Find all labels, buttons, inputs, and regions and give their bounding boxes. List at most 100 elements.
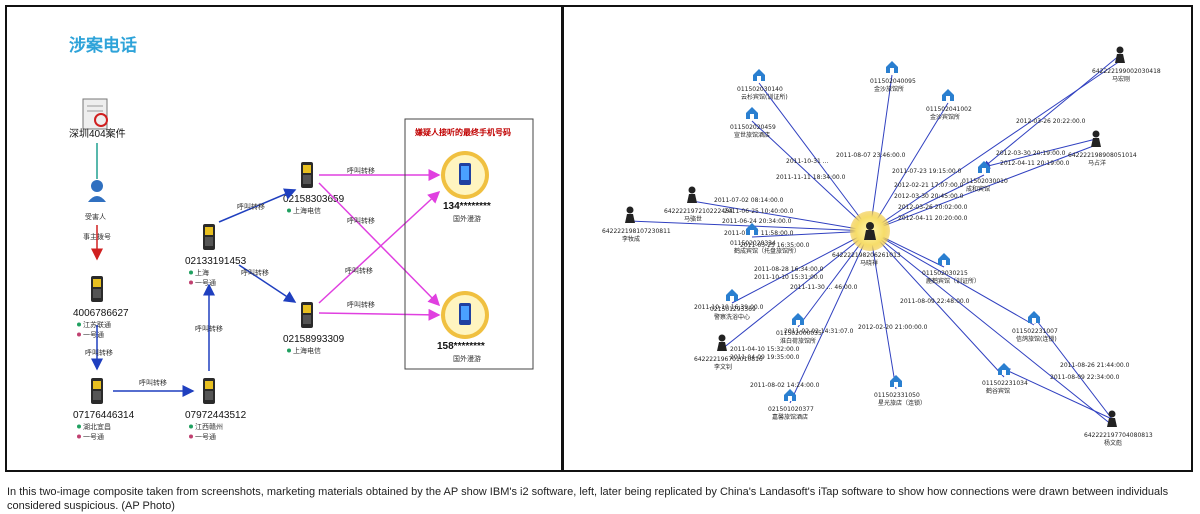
venue-number: 011502040095: [870, 78, 916, 85]
edge-date-label: 2011-02-02 14:31:07.0: [784, 328, 854, 335]
edge-date-label: 2011-10-10 16:39:00.0: [694, 304, 764, 311]
venue-name: 金沙宾馆所: [930, 113, 960, 121]
sub-dot-icon: [77, 332, 81, 337]
phone-carrier: 江苏联通: [83, 320, 111, 329]
venue-number: 011502331050: [874, 392, 920, 399]
venue-name: 警察洗浴中心: [714, 313, 750, 321]
person-id: 642222198107230811: [602, 228, 671, 235]
phone-carrier: 江西赣州: [195, 422, 223, 431]
building-icon: [978, 161, 990, 173]
edge-date-label: 2011-07-02 08:14:00.0: [714, 197, 784, 204]
final-phone-2-number: 158********: [437, 341, 485, 352]
edge-date-label: 2012-03-30 20:19:00.0: [996, 150, 1066, 157]
final-phone-1-sub: 国外漫游: [453, 214, 481, 223]
network-edge: [869, 230, 1113, 426]
sub-dot-icon: [189, 434, 193, 439]
building-door: [757, 76, 761, 81]
sub-dot-icon: [189, 280, 193, 285]
venue-number: 011502231007: [1012, 328, 1058, 335]
building-icon: [753, 69, 765, 81]
panel-divider: [561, 7, 564, 470]
forward-label: 呼叫转移: [237, 202, 265, 211]
building-icon: [784, 389, 796, 401]
i2-panel: 涉案电话 深圳404案件 受害人 事主拨号 4006786627江苏联通一号通0…: [7, 7, 560, 470]
carrier-dot-icon: [77, 424, 81, 429]
person-label: 受害人: [85, 212, 106, 221]
edge-date-label: 2011-06-25 10:40:00.0: [724, 208, 794, 215]
edge-p6-f1: [318, 190, 441, 304]
venue-name: 鹤谷宾馆: [986, 387, 1010, 395]
phone-sub: 一号通: [195, 432, 216, 441]
edge-date-label: 2011-08-26 21:44:00.0: [1060, 362, 1130, 369]
person-icon: [688, 186, 696, 194]
edge-date-label: 2011-11-11 18:34:00.0: [776, 174, 846, 181]
forward-label: 呼叫转移: [85, 348, 113, 357]
forward-label: 呼叫转移: [139, 378, 167, 387]
edge-date-label: 2012-02-20 21:00:00.0: [858, 324, 928, 331]
edge-p4-p6: [238, 264, 297, 303]
person-body: [717, 342, 727, 351]
venue-name: 金沙旅馆所: [874, 85, 904, 93]
phone-carrier: 上海电信: [293, 346, 321, 355]
edge-date-label: 2011-06-24 20:34:00.0: [722, 218, 792, 225]
edge-p6-f2: [318, 308, 441, 321]
building-icon: [938, 253, 950, 265]
edge-date-label: 2011-07-23 19:15:00.0: [892, 168, 962, 175]
edge-date-label: 2011-08-09 22:34:00.0: [1050, 374, 1120, 381]
phone-sub: 一号通: [83, 330, 104, 339]
building-icon: [886, 61, 898, 73]
person-name: 杨文彪: [1104, 439, 1122, 447]
network-edge: [983, 54, 1121, 168]
person-body: [625, 214, 635, 223]
venue-number: 011502030215: [922, 270, 968, 277]
network-edge: [721, 230, 871, 350]
edge-date-label: 2011-04-10 15:32:00.0: [730, 346, 800, 353]
carrier-dot-icon: [77, 322, 81, 327]
person-id: 642222197704080813: [1084, 432, 1153, 439]
edge-date-label: 2011-08-07 23:46:00.0: [836, 152, 906, 159]
edge-date-label: 2011-04-09 19:35:00.0: [730, 354, 800, 361]
final-phone-1-icon: [441, 151, 489, 199]
network-edge: [751, 120, 871, 232]
edge-date-label: 2011-08-02 14:24:00.0: [750, 382, 820, 389]
building-icon: [746, 223, 758, 235]
phone-number: 07176446314: [73, 410, 135, 421]
venue-number: 011502041002: [926, 106, 972, 113]
network-edge: [869, 230, 1005, 378]
person-icon: [626, 206, 634, 214]
building-door: [788, 396, 792, 401]
network-edge: [731, 230, 871, 304]
sub-dot-icon: [77, 434, 81, 439]
center-person-name: 马晓祥: [860, 259, 878, 267]
person-id: 642222198908051014: [1068, 152, 1137, 159]
venue-name: 鹤成宾馆（托盘旅馆所）: [734, 247, 800, 255]
network-edge: [869, 102, 949, 232]
network-edge: [691, 200, 871, 234]
final-phone-2-sub: 国外漫游: [453, 354, 481, 363]
network-edge: [869, 174, 985, 232]
forward-label: 呼叫转移: [241, 268, 269, 277]
person-name: 马占洋: [1088, 159, 1106, 167]
